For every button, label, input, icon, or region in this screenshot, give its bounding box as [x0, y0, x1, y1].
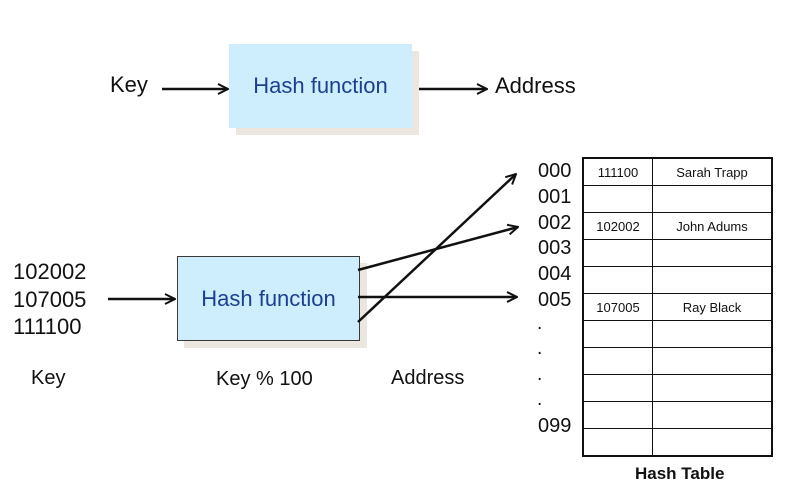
- caption-function: Key % 100: [216, 368, 313, 390]
- bottom-hash-function-label: Hash function: [201, 285, 336, 311]
- top-hash-function-box: Hash function: [229, 44, 412, 128]
- address-label-002: 002: [538, 212, 572, 234]
- table-row: [582, 428, 773, 457]
- address-ellipsis-3: .: [537, 364, 543, 385]
- table-row: [582, 266, 773, 294]
- address-label-001: 001: [538, 186, 572, 208]
- arrow-to-address-000: [357, 174, 516, 323]
- key-value-1: 102002: [13, 259, 87, 284]
- address-label-000: 000: [538, 160, 572, 182]
- table-cell-key: [582, 428, 653, 457]
- table-cell-name: Sarah Trapp: [652, 157, 773, 186]
- address-label-004: 004: [538, 263, 572, 285]
- table-cell-key: [582, 320, 653, 348]
- address-ellipsis-4: .: [537, 389, 543, 410]
- table-row: [582, 239, 773, 267]
- table-cell-key: [582, 401, 653, 429]
- table-cell-name: John Adums: [652, 212, 773, 240]
- table-row: [582, 374, 773, 402]
- address-label-099: 099: [538, 415, 572, 437]
- table-cell-name: [652, 239, 773, 267]
- table-row: [582, 320, 773, 348]
- table-cell-key: 111100: [582, 157, 653, 186]
- top-address-label: Address: [495, 73, 576, 98]
- address-ellipsis-1: .: [537, 313, 543, 334]
- table-cell-name: [652, 374, 773, 402]
- top-key-label: Key: [110, 72, 148, 97]
- hash-table-title: Hash Table: [635, 464, 725, 483]
- address-ellipsis-2: .: [537, 338, 543, 359]
- address-label-003: 003: [538, 237, 572, 259]
- table-cell-name: [652, 401, 773, 429]
- table-cell-key: 107005: [582, 293, 653, 321]
- table-cell-name: [652, 428, 773, 457]
- table-cell-key: 102002: [582, 212, 653, 240]
- caption-key: Key: [31, 367, 66, 389]
- bottom-hash-function-box: Hash function: [177, 256, 360, 341]
- table-cell-key: [582, 374, 653, 402]
- caption-address: Address: [391, 367, 465, 389]
- table-cell-key: [582, 239, 653, 267]
- key-value-3: 111100: [13, 314, 82, 339]
- table-row: [582, 401, 773, 429]
- key-value-2: 107005: [13, 287, 87, 312]
- top-hash-function-label: Hash function: [253, 73, 388, 98]
- address-label-005: 005: [538, 289, 572, 311]
- table-cell-name: [652, 320, 773, 348]
- table-cell-name: [652, 266, 773, 294]
